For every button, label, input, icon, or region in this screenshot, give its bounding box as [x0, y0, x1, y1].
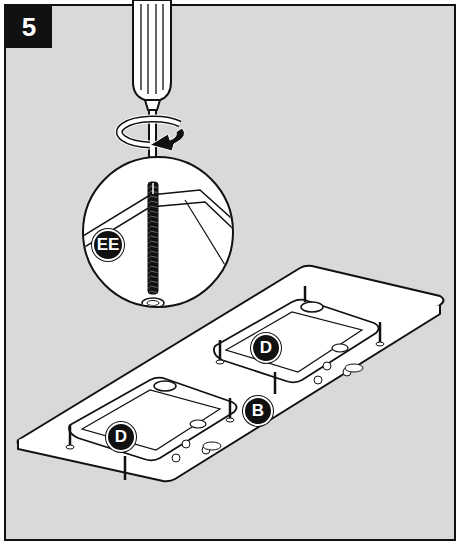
label-text: EE [97, 235, 120, 255]
label-text: 5 [22, 12, 36, 43]
sink [214, 300, 379, 384]
step-number: 5 [6, 6, 52, 48]
sink [69, 378, 237, 462]
countertop [18, 266, 444, 482]
rotation-arrow [119, 119, 184, 151]
panel [5, 5, 455, 540]
callout-letter: D [106, 422, 136, 452]
label-text: D [260, 338, 272, 358]
callout-letter: D [251, 333, 281, 363]
screwdriver [133, 0, 171, 180]
label-text: D [115, 427, 127, 447]
detail-magnifier [60, 157, 250, 308]
label-text: B [252, 401, 264, 421]
callout-letter: B [243, 396, 273, 426]
screw-set [66, 286, 384, 480]
